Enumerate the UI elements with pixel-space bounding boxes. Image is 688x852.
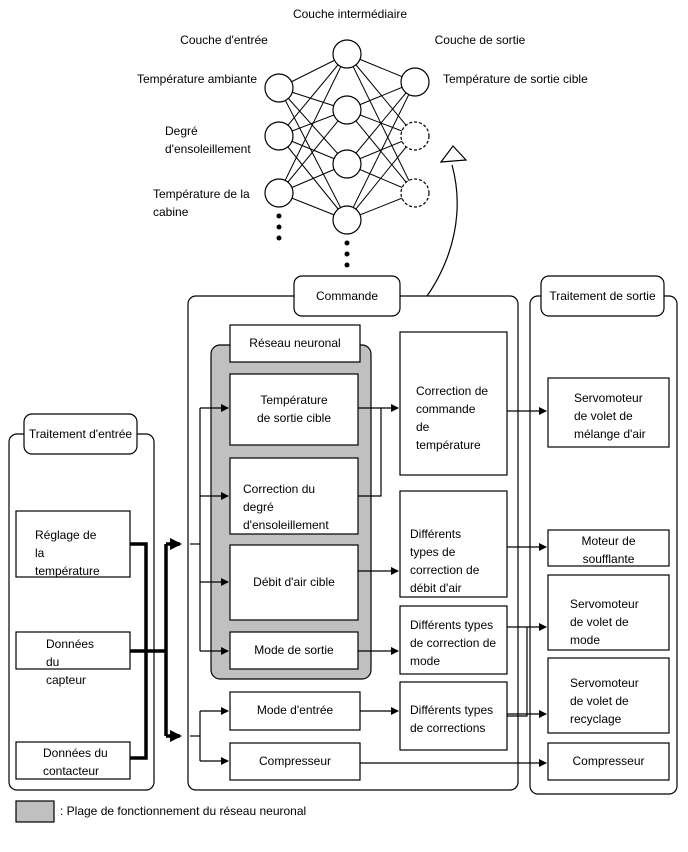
cmd-item-input-mode: Mode d'entrée: [256, 703, 334, 717]
cmd-box-entree: [229, 691, 361, 731]
output-node-dashed: [400, 121, 430, 151]
command-title: Commande: [315, 289, 379, 303]
input-node: [264, 73, 294, 103]
nn-nodes: [264, 39, 430, 235]
corr-box-1: [399, 331, 508, 476]
input-label-cabin: Température de la cabine: [153, 187, 250, 219]
hidden-node: [332, 95, 362, 125]
input-panel: [8, 433, 155, 791]
middle-layer-label: Couche intermédiaire: [292, 7, 408, 21]
nn-item-airflow: Débit d'air cible: [253, 575, 335, 589]
out-air-mix-servo: Servomoteur de volet de mélange d'air: [574, 391, 646, 441]
legend-text: : Plage de fonctionnement du réseau neur…: [60, 804, 307, 818]
out-box-3: [547, 574, 670, 651]
nn-box-4: [229, 631, 359, 670]
output-node: [400, 67, 430, 97]
corr-mode: Différents types de correction de mode: [410, 618, 497, 668]
input-node: [264, 178, 294, 208]
nn-box-3: [229, 544, 359, 621]
out-box-1: [547, 377, 670, 448]
out-mode-servo: Servomoteur de volet de mode: [570, 597, 639, 647]
input-layer-label: Couche d'entrée: [180, 33, 268, 47]
input-panel-title: Traitement d'entrée: [28, 427, 133, 441]
out-box-2: [547, 529, 670, 567]
corr-other: Différents types de corrections: [410, 703, 494, 735]
out-compressor: Compresseur: [572, 754, 645, 768]
hidden-node: [332, 205, 362, 235]
input-label-ambient: Température ambiante: [137, 72, 258, 86]
nn-box-2: [229, 457, 359, 535]
cmd-item-compressor: Compresseur: [258, 754, 332, 768]
in-box-3: [15, 741, 131, 780]
ellipsis-dots: [276, 213, 350, 268]
command-title-box: [293, 275, 401, 317]
corrections-to-outputs: [360, 407, 547, 767]
output-title-box: [540, 275, 665, 317]
out-blower-motor: Moteur de soufflante: [581, 534, 636, 566]
out-box-4: [547, 657, 670, 734]
input-node: [264, 121, 294, 151]
input-title-box: [23, 413, 138, 455]
input-label-sunlight: Degré d'ensoleillement: [165, 124, 251, 156]
nn-title: Réseau neuronal: [249, 336, 341, 350]
corr-temp: Correction de commande de température: [416, 384, 489, 452]
hidden-node: [332, 149, 362, 179]
corr-airflow: Différents types de correction de débit …: [410, 527, 480, 595]
nn-connections: [278, 53, 416, 221]
corr-box-4: [399, 681, 508, 751]
in-temp-setting: Réglage de la température: [35, 528, 100, 578]
in-box-1: [15, 510, 131, 578]
legend-swatch: [15, 800, 55, 823]
input-bus: [130, 538, 182, 760]
out-recirc-servo: Servomoteur de volet de recyclage d'air: [570, 676, 639, 732]
output-label-target: Température de sortie cible: [443, 72, 588, 86]
hidden-node: [332, 39, 362, 69]
nn-item-target-temp: Température de sortie cible: [256, 393, 332, 425]
in-switch-data: Données du contacteur: [43, 746, 108, 778]
output-layer-label: Couche de sortie: [434, 33, 526, 47]
cmd-to-corrections: [358, 404, 399, 715]
out-box-5: [547, 742, 670, 781]
feedback-arrowhead: [439, 145, 468, 163]
output-node-dashed: [400, 178, 430, 208]
corr-box-2: [399, 490, 508, 598]
nn-title-box: [229, 324, 361, 363]
nn-item-sunlight-corr: Correction du degré d'ensoleillement: [243, 482, 329, 532]
nn-item-output-mode: Mode de sortie: [254, 643, 334, 657]
nn-box-1: [229, 373, 359, 446]
output-panel-title: Traitement de sortie: [549, 289, 656, 303]
cmd-box-compresseur: [229, 742, 361, 781]
nn-distribution: [190, 404, 229, 765]
corr-box-3: [399, 605, 508, 675]
in-sensor-data: Données du capteur: [46, 637, 95, 687]
